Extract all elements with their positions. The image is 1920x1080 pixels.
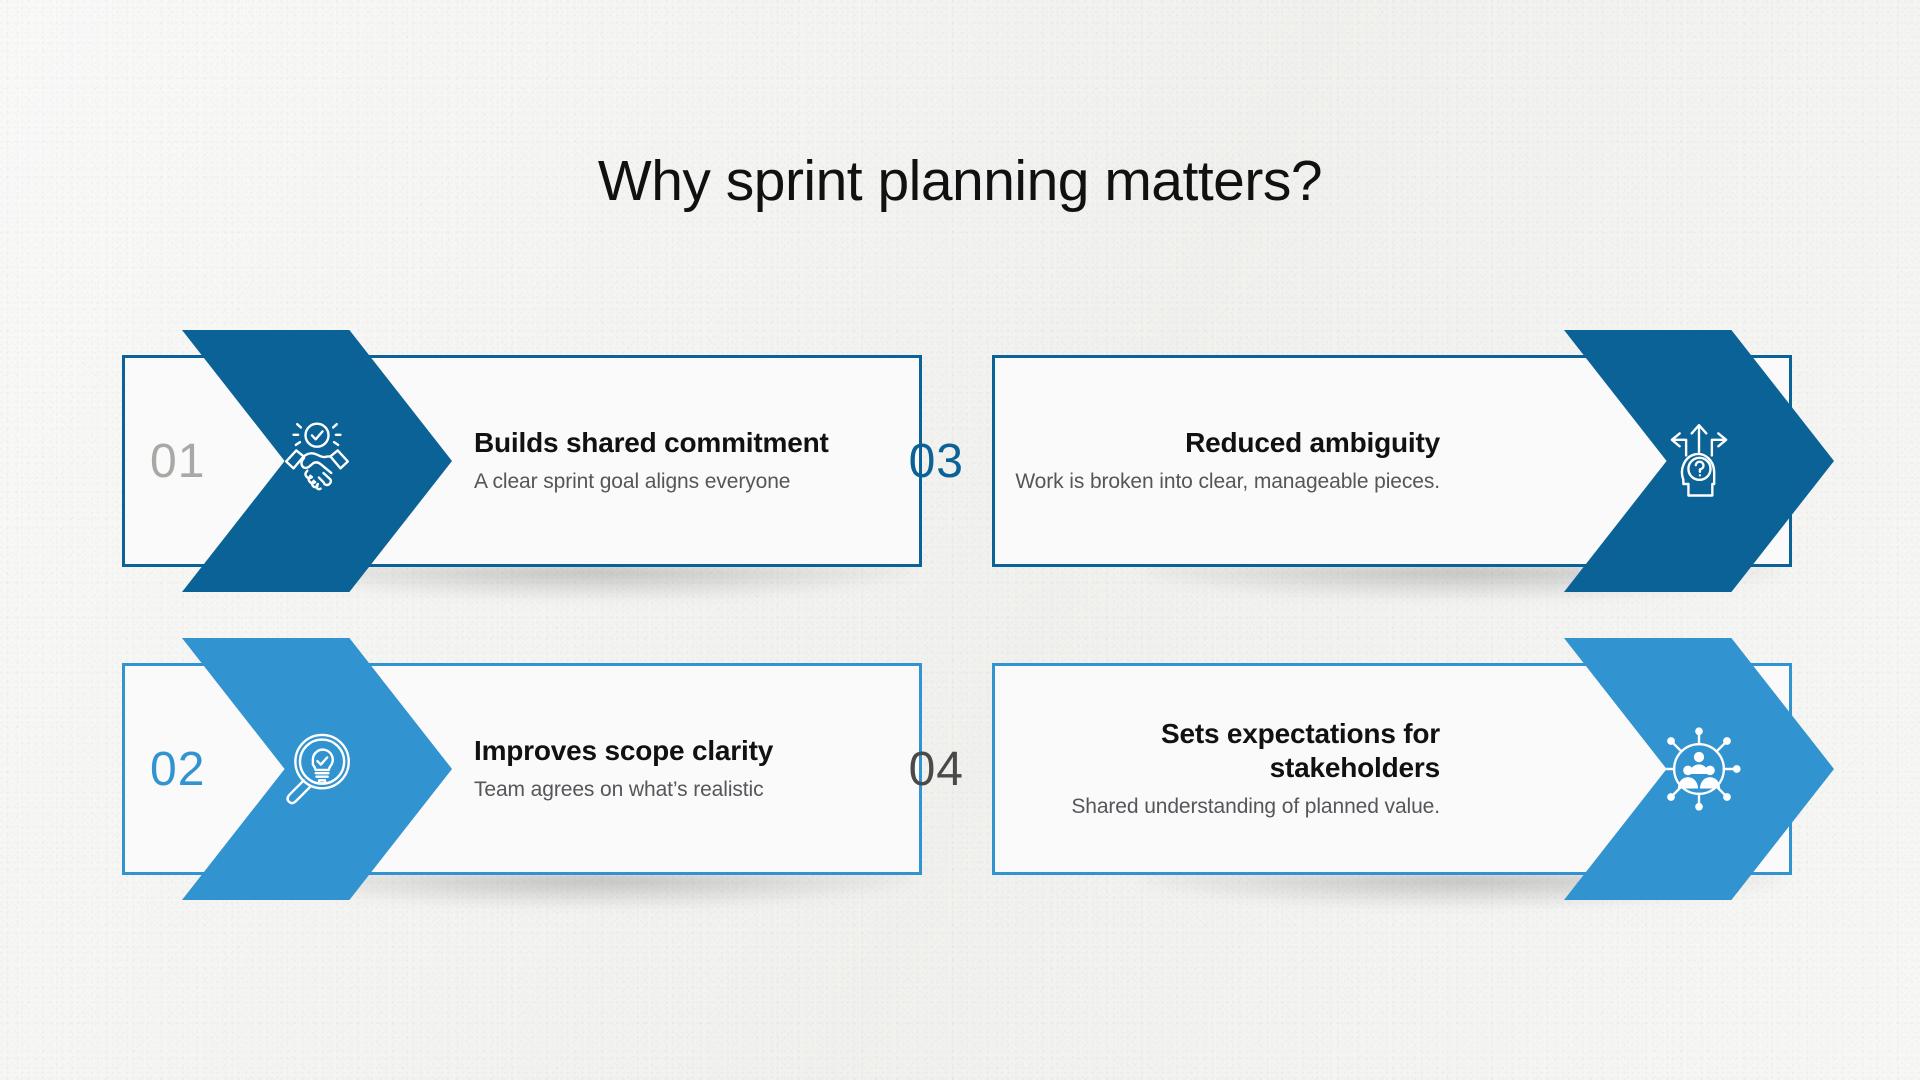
card-title: Reduced ambiguity: [1185, 427, 1440, 459]
card-subtitle: Team agrees on what’s realistic: [474, 778, 764, 802]
head-question-arrows-icon: [1653, 415, 1745, 507]
stakeholder-network-icon: [1653, 723, 1745, 815]
card-number: 04: [908, 742, 964, 796]
card-text: Sets expectations for stakeholders Share…: [1014, 663, 1440, 875]
handshake-check-icon: [271, 415, 363, 507]
card-title: Builds shared commitment: [474, 427, 829, 459]
page-title: Why sprint planning matters?: [597, 149, 1323, 213]
card-text: Improves scope clarity Team agrees on wh…: [474, 663, 900, 875]
card-text: Builds shared commitment A clear sprint …: [474, 355, 900, 567]
card-number: 03: [908, 434, 964, 488]
card-text: Reduced ambiguity Work is broken into cl…: [1014, 355, 1440, 567]
card-shadow: [272, 873, 912, 907]
card-title: Improves scope clarity: [474, 735, 774, 767]
card-title: Sets expectations for stakeholders: [1161, 717, 1440, 784]
card-subtitle: A clear sprint goal aligns everyone: [474, 470, 791, 494]
card-subtitle: Shared understanding of planned value.: [1071, 795, 1440, 819]
magnifier-lightbulb-check-icon: [271, 723, 363, 815]
card-subtitle: Work is broken into clear, manageable pi…: [1015, 470, 1440, 494]
card-shadow: [272, 565, 912, 599]
